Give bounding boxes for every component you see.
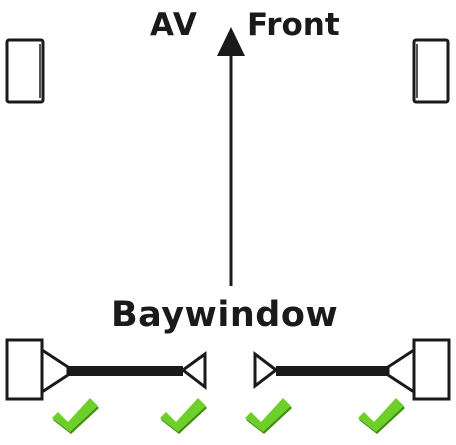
av-label: AV (150, 7, 198, 43)
checkmark-icon (160, 398, 207, 434)
checkmark-icon (52, 398, 99, 434)
front-right-speaker-icon (412, 38, 450, 104)
baywindow-label: Baywindow (111, 295, 339, 335)
direction-arrow-icon (217, 27, 245, 286)
left-speaker-mount-icon (5, 338, 207, 401)
checkmark-icon (358, 398, 405, 434)
front-left-speaker-icon (5, 38, 45, 104)
right-speaker-mount-icon (253, 338, 451, 401)
checkmark-icon (245, 398, 292, 434)
front-label: Front (247, 7, 340, 43)
